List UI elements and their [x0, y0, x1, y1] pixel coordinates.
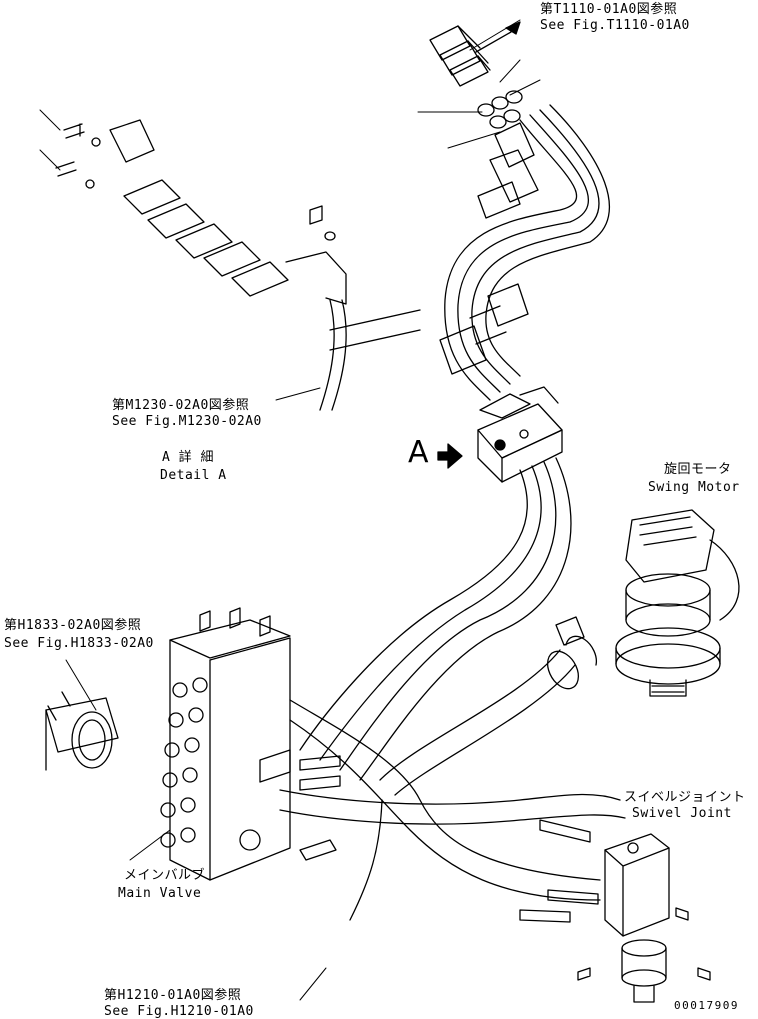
swing-motor-hoses [379, 616, 598, 796]
detail-a-clamp-block [477, 386, 563, 483]
leader-lines [39, 19, 541, 1001]
drawing-number: 00017909 [674, 999, 739, 1012]
detail-a-arrow [437, 443, 463, 469]
valve-spool-caps [160, 677, 208, 848]
detail-label-en: Detail A [160, 468, 227, 483]
swing-motor-drawing [615, 509, 740, 697]
swing-motor-label-jp: 旋回モータ [664, 462, 732, 477]
main-hose-run [299, 457, 572, 781]
swivel-joint-label-jp: スイベルジョイント [624, 790, 746, 805]
swivel-joint-drawing [519, 819, 711, 1003]
detail-a-exploded-parts [55, 119, 421, 411]
swivel-joint-label-en: Swivel Joint [632, 806, 732, 821]
hose-clamps [439, 283, 529, 375]
upper-hose-bundle [444, 104, 610, 401]
ref-m1230-en: See Fig.M1230-02A0 [112, 414, 262, 429]
main-valve-label-jp: メインバルブ [124, 868, 206, 883]
ref-t1110-en: See Fig.T1110-01A0 [540, 18, 690, 33]
ref-h1833-jp: 第H1833-02A0図参照 [4, 618, 142, 633]
ref-t1110-jp: 第T1110-01A0図参照 [540, 2, 678, 17]
main-valve-drawing [160, 607, 291, 881]
detail-label-jp: A 詳 細 [162, 450, 214, 465]
valve-to-swivel-hoses [279, 699, 626, 921]
swing-motor-label-en: Swing Motor [648, 480, 740, 495]
hose-end-fittings [477, 90, 539, 219]
ref-m1230-jp: 第M1230-02A0図参照 [112, 398, 250, 413]
detail-marker: A [408, 435, 429, 470]
ref-h1210-en: See Fig.H1210-01A0 [104, 1004, 254, 1019]
hose-fitting-assembly-left [45, 691, 119, 771]
top-connector-group [429, 21, 521, 87]
ref-h1833-en: See Fig.H1833-02A0 [4, 636, 154, 651]
main-valve-label-en: Main Valve [118, 886, 202, 901]
ref-h1210-jp: 第H1210-01A0図参照 [104, 988, 242, 1003]
